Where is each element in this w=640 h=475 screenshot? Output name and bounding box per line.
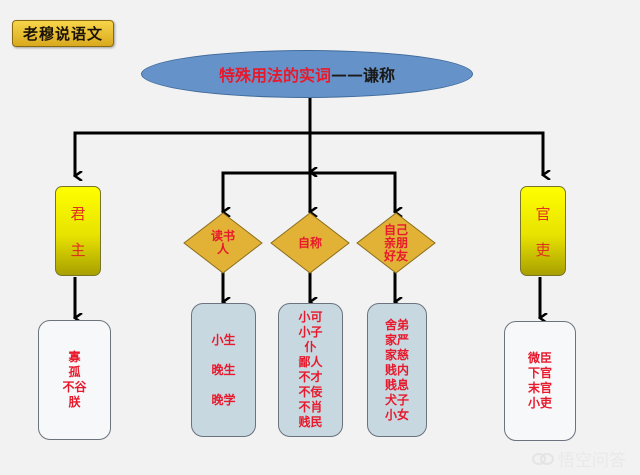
term: 贱内 — [384, 362, 409, 377]
term: 家慈 — [384, 347, 409, 362]
term: 仆 — [304, 340, 317, 354]
pillar-char: 主 — [70, 240, 86, 259]
chat-bubbles-icon — [532, 452, 554, 465]
terms-box-official: 微臣 下官 末官 小吏 — [504, 321, 576, 441]
terms-box-scholar: 小生 晚生 晚学 — [191, 303, 256, 437]
term: 贱民 — [298, 415, 323, 429]
author-badge-label: 老穆说语文 — [22, 25, 103, 43]
term: 不佞 — [298, 385, 323, 399]
term: 贱息 — [384, 377, 409, 392]
term: 晚生 — [211, 363, 236, 377]
pillar-char: 官 — [535, 204, 551, 223]
watermark: 悟空问答 — [532, 446, 626, 471]
root-title-sub: 谦称 — [363, 66, 396, 85]
root-title-dash: —— — [331, 64, 363, 84]
diamond-label-line: 人 — [216, 242, 229, 256]
term: 下官 — [527, 366, 552, 380]
category-node-official: 官 吏 — [520, 186, 566, 276]
diamond-label-line: 读书 — [210, 229, 235, 243]
term: 寡 — [68, 350, 81, 364]
term: 家严 — [384, 332, 409, 347]
term: 小吏 — [527, 396, 552, 410]
diamond-shape — [356, 212, 436, 274]
term: 末官 — [527, 381, 552, 395]
pillar-char: 君 — [70, 204, 86, 223]
term: 小子 — [298, 325, 323, 339]
diamond-shape — [183, 212, 263, 274]
diamond-label-line: 自称 — [297, 235, 322, 250]
category-node-monarch: 君 主 — [55, 186, 101, 276]
term: 鄙人 — [298, 355, 323, 369]
diamond-label-line: 自己 — [383, 222, 408, 237]
term: 不才 — [298, 370, 323, 384]
diamond-shape — [270, 212, 350, 274]
term: 小女 — [384, 407, 409, 422]
term: 不谷 — [62, 380, 87, 394]
term: 微臣 — [527, 351, 552, 365]
terms-box-family: 舍弟 家严 家慈 贱内 贱息 犬子 小女 — [367, 303, 427, 437]
root-node: 特殊用法的实词 —— 谦称 — [141, 50, 473, 98]
pillar-char: 吏 — [535, 240, 551, 259]
category-node-family: 自己 亲朋 好友 — [356, 212, 436, 274]
term: 小生 — [211, 333, 236, 347]
author-badge: 老穆说语文 — [12, 20, 114, 47]
category-node-self: 自称 — [270, 212, 350, 274]
term: 晚学 — [211, 393, 236, 407]
term: 朕 — [68, 395, 81, 409]
diamond-label-line: 好友 — [383, 248, 408, 263]
diamond-label-line: 亲朋 — [383, 235, 408, 250]
term: 舍弟 — [384, 317, 409, 332]
watermark-text: 悟空问答 — [558, 451, 626, 471]
term: 犬子 — [384, 392, 409, 407]
category-node-scholar: 读书 人 — [183, 212, 263, 274]
terms-box-monarch: 寡 孤 不谷 朕 — [38, 320, 111, 440]
term: 小可 — [298, 310, 323, 324]
terms-box-self: 小可 小子 仆 鄙人 不才 不佞 不肖 贱民 — [278, 303, 343, 437]
term: 不肖 — [298, 400, 323, 414]
root-title-main: 特殊用法的实词 — [218, 66, 331, 85]
term: 孤 — [68, 365, 81, 379]
